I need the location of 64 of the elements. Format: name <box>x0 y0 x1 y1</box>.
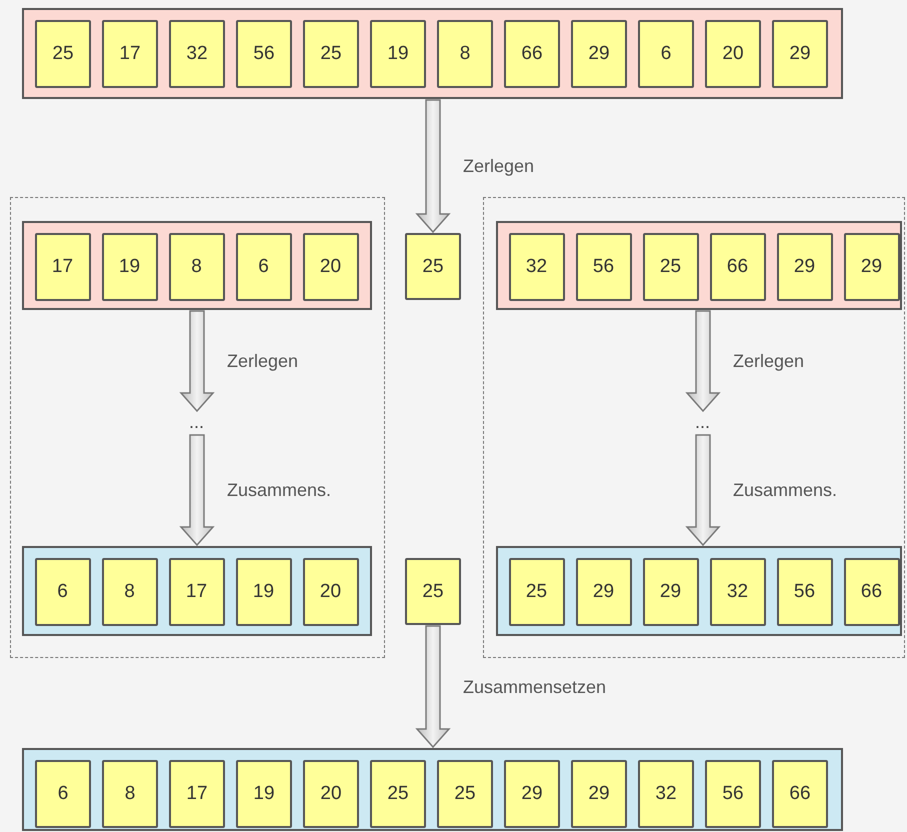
array-box <box>22 220 372 310</box>
array-element: 25 <box>508 558 564 626</box>
array-element: 17 <box>34 232 90 300</box>
array-element: 32 <box>169 20 225 88</box>
block-arrow <box>685 310 721 412</box>
array-element: 6 <box>638 20 694 88</box>
array-element: 32 <box>710 558 766 626</box>
array-element: 20 <box>705 20 761 88</box>
array-element: 25 <box>437 760 493 828</box>
array-element: 6 <box>34 558 90 626</box>
array-element: 29 <box>772 20 828 88</box>
array-element: 32 <box>508 232 564 300</box>
array-element: 19 <box>236 558 292 626</box>
array-element: 56 <box>236 20 292 88</box>
array-element: 29 <box>571 760 627 828</box>
array-element: 56 <box>776 558 832 626</box>
array-element: 66 <box>844 558 900 626</box>
block-arrow <box>179 310 215 412</box>
array-element: 25 <box>35 20 91 88</box>
array-element: 20 <box>302 232 358 300</box>
array-box <box>496 220 902 310</box>
array-element: 17 <box>168 558 224 626</box>
array-element: 66 <box>710 232 766 300</box>
array-element: 56 <box>705 760 761 828</box>
array-element: 8 <box>168 232 224 300</box>
array-element: 66 <box>772 760 828 828</box>
block-arrow <box>415 625 451 748</box>
pivot-element: 25 <box>405 558 461 625</box>
array-element: 25 <box>370 760 426 828</box>
array-box <box>22 546 372 636</box>
pivot-element: 25 <box>405 233 461 300</box>
array-element: 8 <box>437 20 493 88</box>
array-element: 66 <box>504 20 560 88</box>
array-element: 29 <box>642 558 698 626</box>
array-element: 17 <box>102 20 158 88</box>
array-element: 32 <box>638 760 694 828</box>
array-element: 56 <box>576 232 632 300</box>
array-element: 29 <box>776 232 832 300</box>
block-arrow <box>179 434 215 546</box>
ellipsis-text: ... <box>686 412 720 434</box>
array-box <box>22 748 843 831</box>
array-element: 25 <box>642 232 698 300</box>
block-arrow <box>415 99 451 234</box>
array-element: 19 <box>102 232 158 300</box>
array-element: 8 <box>102 760 158 828</box>
ellipsis-text: ... <box>180 412 214 434</box>
array-element: 8 <box>102 558 158 626</box>
dashed-group-frame <box>483 197 905 658</box>
array-element: 6 <box>236 232 292 300</box>
array-element: 19 <box>236 760 292 828</box>
array-box <box>496 546 902 636</box>
array-element: 6 <box>35 760 91 828</box>
array-element: 19 <box>370 20 426 88</box>
array-element: 29 <box>571 20 627 88</box>
array-element: 17 <box>169 760 225 828</box>
array-element: 25 <box>303 20 359 88</box>
array-element: 29 <box>844 232 900 300</box>
array-element: 29 <box>576 558 632 626</box>
array-box <box>22 8 843 99</box>
array-element: 29 <box>504 760 560 828</box>
array-element: 20 <box>303 760 359 828</box>
block-arrow <box>685 434 721 546</box>
dashed-group-frame <box>10 197 385 658</box>
array-element: 20 <box>302 558 358 626</box>
